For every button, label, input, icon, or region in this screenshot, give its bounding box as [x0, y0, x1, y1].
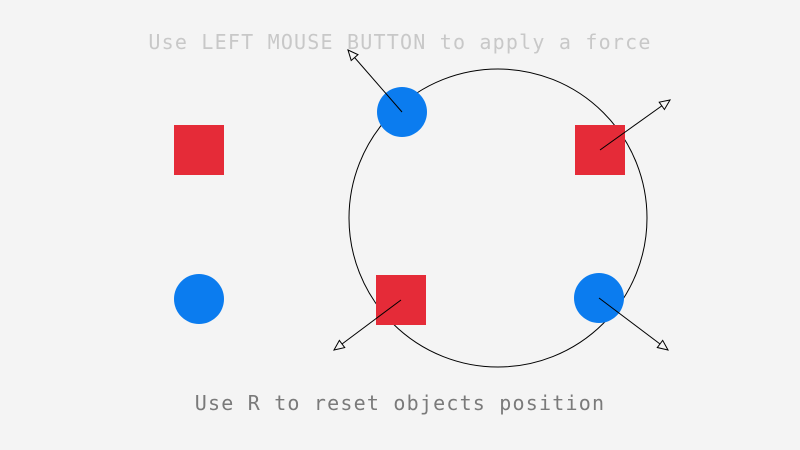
force-vector-circle-top — [347, 49, 403, 113]
hint-reset-objects: Use R to reset objects position — [194, 391, 606, 415]
force-vector-square-bottom-shaft — [333, 299, 402, 351]
force-vector-circle-bottom-right — [598, 297, 669, 351]
force-vector-square-bottom — [333, 299, 402, 351]
force-vector-circle-top-arrowhead — [347, 49, 359, 62]
force-vectors-layer — [333, 49, 671, 351]
body-circle-free-left[interactable] — [174, 274, 224, 324]
constraint-circle — [348, 68, 648, 368]
constraint-circle-layer — [348, 68, 648, 368]
force-vector-circle-bottom-right-arrowhead — [656, 339, 669, 351]
force-vector-circle-bottom-right-shaft — [598, 297, 669, 351]
body-square-free-left[interactable] — [174, 125, 224, 175]
hint-apply-force: Use LEFT MOUSE BUTTON to apply a force — [148, 30, 652, 54]
force-vector-square-right — [599, 99, 671, 151]
bodies-layer[interactable] — [174, 87, 625, 325]
force-vector-square-bottom-arrowhead — [333, 339, 346, 351]
force-vector-square-right-arrowhead — [658, 99, 671, 111]
force-vector-circle-top-shaft — [347, 49, 403, 113]
force-vector-square-right-shaft — [599, 99, 671, 151]
